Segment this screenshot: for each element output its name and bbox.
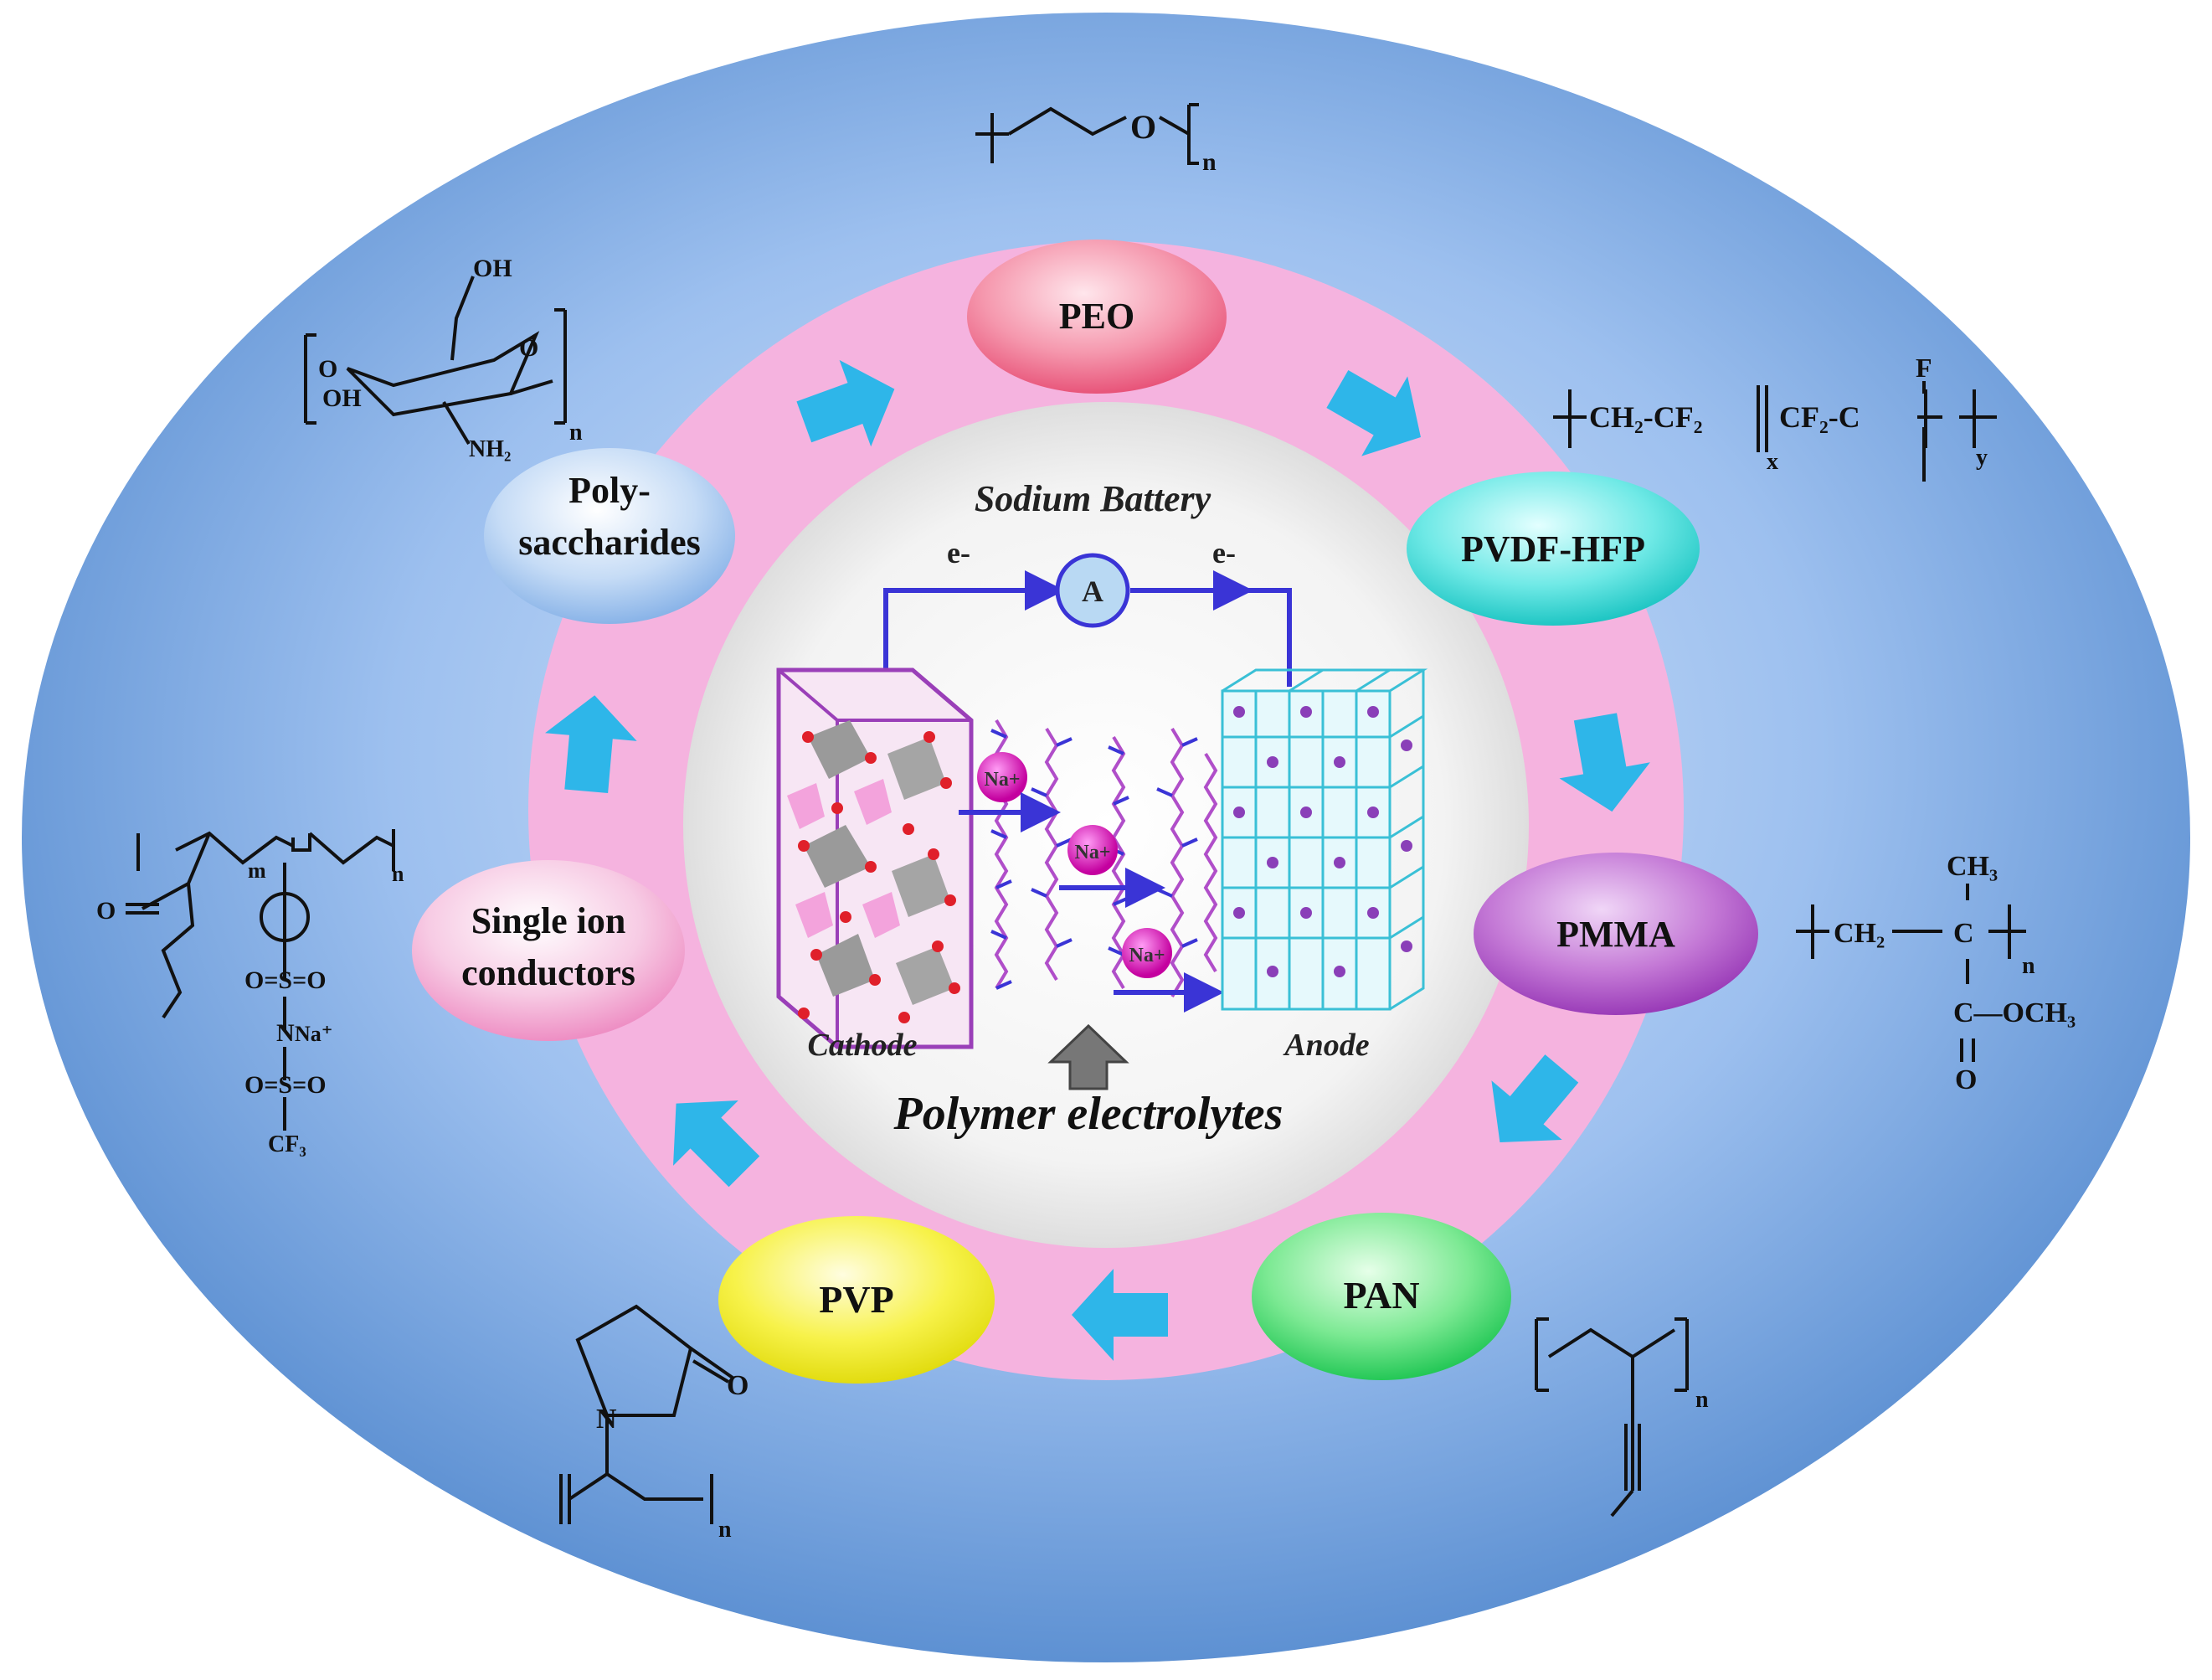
pmma-ch2: CH₂ — [1834, 918, 1885, 949]
sic-n: n — [392, 862, 404, 886]
pmma-n: n — [2022, 953, 2035, 979]
pvdf-x: x — [1767, 449, 1778, 475]
poly-o-left: O — [318, 355, 337, 383]
sodium-ion-1 — [977, 752, 1027, 802]
poly-label-1: Poly- — [568, 470, 651, 511]
pan-n: n — [1695, 1387, 1709, 1413]
pvp-o: O — [727, 1370, 748, 1401]
single-ion-label-1: Single ion — [471, 900, 626, 941]
ammeter-label: A — [1082, 575, 1103, 608]
electron-left: e- — [947, 536, 970, 569]
sic-o: O — [96, 897, 116, 925]
pmma-ester: C—OCH₃ — [1953, 997, 2076, 1028]
sodium-ion-label-2: Na+ — [1074, 842, 1110, 863]
poly-nh2: NH₂ — [469, 436, 511, 462]
anode-atoms — [1233, 706, 1412, 977]
pvdf-left: CH₂-CF₂ — [1589, 400, 1703, 434]
pmma-o: O — [1955, 1064, 1977, 1095]
single-ion-label-2: conductors — [461, 952, 635, 993]
node-peo — [967, 240, 1227, 394]
pvp-n-sub: n — [718, 1517, 732, 1543]
pmma-label: PMMA — [1556, 914, 1675, 955]
cathode-structure — [776, 667, 974, 1049]
pvdf-structure — [1553, 381, 1997, 482]
anode-label: Anode — [1283, 1028, 1369, 1063]
peo-structure — [975, 103, 1199, 165]
sodium-ion-label-3: Na+ — [1129, 945, 1165, 966]
pan-label: PAN — [1343, 1274, 1419, 1317]
sic-so2-bottom: O=S=O — [244, 1071, 327, 1099]
pmma-structure — [1796, 884, 2026, 1062]
gray-up-arrow — [1047, 1023, 1129, 1090]
pan-structure — [1535, 1317, 1689, 1518]
peo-n: n — [1202, 148, 1217, 176]
poly-n: n — [569, 420, 583, 446]
sodium-ion-3 — [1122, 928, 1172, 978]
ion-group: Na+ Na+ Na+ — [977, 752, 1172, 978]
ammeter — [1055, 553, 1130, 628]
pvdf-right: CF₂-C — [1779, 400, 1860, 434]
pvp-structure — [559, 1304, 734, 1524]
node-single-ion — [412, 860, 685, 1041]
anode-structure — [1221, 668, 1428, 1011]
sic-cf3: CF₃ — [268, 1131, 306, 1157]
poly-oh-top: OH — [473, 255, 512, 282]
poly-oh-left: OH — [322, 384, 362, 412]
poly-label-2: saccharides — [518, 522, 701, 563]
sic-n-atom: N — [276, 1019, 295, 1047]
bottom-title: Polymer electrolytes — [893, 1088, 1283, 1140]
pvp-label: PVP — [819, 1278, 893, 1321]
node-pvdf-hfp — [1407, 472, 1700, 626]
pvdf-y: y — [1976, 445, 1988, 471]
poly-o-ring: O — [519, 334, 538, 362]
sic-na: Na⁺ — [295, 1022, 333, 1046]
node-polysaccharides — [484, 448, 735, 624]
node-pvp — [718, 1216, 995, 1384]
sic-m: m — [248, 858, 266, 883]
electron-right: e- — [1212, 536, 1236, 569]
pmma-ch3: CH₃ — [1947, 851, 1998, 882]
center-title: Sodium Battery — [975, 478, 1211, 519]
pmma-c: C — [1953, 918, 1974, 949]
circuit-wire-right — [1130, 588, 1292, 687]
node-pan — [1252, 1213, 1511, 1380]
sodium-ion-label-1: Na+ — [984, 769, 1020, 791]
sic-so2-top: O=S=O — [244, 966, 327, 994]
circuit-wire-left — [883, 570, 1065, 691]
sodium-ion-2 — [1067, 825, 1118, 875]
pvdf-label: PVDF-HFP — [1461, 528, 1645, 569]
poly-structure — [304, 276, 567, 446]
pvdf-f: F — [1916, 353, 1932, 383]
node-pmma — [1474, 853, 1758, 1015]
peo-label: PEO — [1059, 296, 1134, 337]
sic-structure — [126, 829, 395, 1131]
peo-o: O — [1130, 108, 1156, 146]
pvp-n: N — [596, 1404, 617, 1435]
cathode-label: Cathode — [808, 1028, 918, 1063]
